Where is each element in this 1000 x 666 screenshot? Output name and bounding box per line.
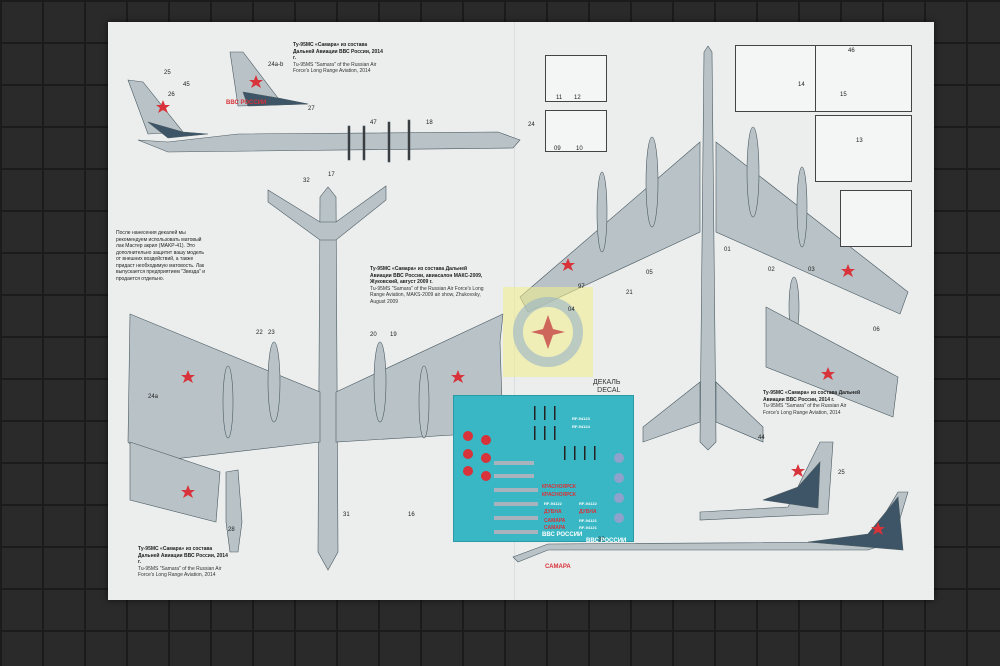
part-number: 16 (408, 512, 415, 518)
caption-ru: Ту-95МС «Самара» из состава Дальней Авиа… (293, 42, 383, 61)
decal-text: КРАСНОЯРСК (542, 484, 576, 490)
caption-en: Tu-95MS "Samara" of the Russian Air Forc… (763, 403, 847, 416)
part-number: 01 (724, 247, 731, 253)
part-number: 04 (568, 307, 575, 313)
part-number: 24 (528, 122, 535, 128)
part-number: 23 (268, 330, 275, 336)
part-number: 12 (574, 95, 581, 101)
decal-text: ВВС РОССИИ (542, 532, 583, 538)
decal-text: САМАРА (544, 518, 566, 524)
part-number: 09 (554, 146, 561, 152)
caption-en: Tu-95MS "Samara" of the Russian Air Forc… (370, 285, 484, 305)
propeller-box-2 (815, 45, 912, 112)
tail-detail-bottom (699, 441, 834, 521)
part-number: 18 (426, 120, 433, 126)
part-number: 14 (798, 82, 805, 88)
part-number: 31 (343, 512, 350, 518)
part-number: 24a (148, 394, 159, 400)
decal-text: ВВС РОССИИ (586, 538, 627, 544)
decal-reg: RF-94124 (572, 424, 590, 429)
propeller-box-4 (840, 190, 912, 247)
decal-text: КРАСНОЯРСК (542, 492, 576, 498)
part-number: 32 (303, 178, 310, 184)
decal-label-ru: ДЕКАЛЬ (593, 379, 621, 386)
detail-box-1 (545, 55, 607, 102)
decal-label-en: DECAL (597, 387, 621, 394)
decal-reg: RF-94122 (579, 501, 597, 506)
part-number: 06 (873, 327, 880, 333)
caption-ru: Ту-95МС «Самара» из состава Дальней Авиа… (138, 546, 228, 565)
part-number: 22 (256, 330, 263, 336)
part-number: 45 (183, 82, 190, 88)
caption-top: Ту-95МС «Самара» из состава Дальней Авиа… (293, 42, 383, 75)
propeller-box-3 (815, 115, 912, 182)
propeller-box-1 (735, 45, 817, 112)
part-number: 26 (168, 92, 175, 98)
caption-middle: Ту-95МС «Самара» из состава Дальней Авиа… (370, 266, 488, 305)
part-number: 21 (626, 290, 633, 296)
part-number: 05 (646, 270, 653, 276)
decal-reg: RF-94121 (579, 518, 597, 523)
part-number: 11 (556, 95, 563, 101)
caption-ru: Ту-95МС «Самара» из состава Дальней Авиа… (763, 390, 861, 403)
part-number: 24a-b (268, 62, 284, 68)
decal-text: ДУБНА (579, 509, 597, 515)
decal-text: САМАРА (544, 525, 566, 531)
part-number: 10 (576, 146, 583, 152)
aircraft-drawings: ВВС РОССИИ САМАРА (127, 45, 909, 571)
caption-en: Tu-95MS "Samara" of the Russian Air Forc… (138, 565, 222, 579)
decal-stars (463, 406, 624, 534)
fuselage-nose-detail (225, 469, 243, 553)
red-stars (156, 75, 885, 535)
part-number: 47 (370, 120, 377, 126)
varnish-note: После нанесения декалей мы рекомендуем и… (116, 230, 206, 282)
part-number: 19 (390, 332, 397, 338)
caption-en: Tu-95MS "Samara" of the Russian Air Forc… (293, 61, 377, 75)
caption-ru: Ту-95МС «Самара» из состава Дальней Авиа… (370, 266, 483, 285)
caption-bottom-left: Ту-95МС «Самара» из состава Дальней Авиа… (138, 546, 228, 579)
detail-box-2 (545, 110, 607, 152)
instruction-sheet: ВВС РОССИИ САМАРА Ту-95МС «Самара» из со… (108, 22, 934, 600)
part-number: 25 (838, 470, 845, 476)
part-number: 46 (848, 48, 855, 54)
part-number: 13 (856, 138, 863, 144)
tail-detail-top (229, 51, 309, 107)
decal-sheet: КРАСНОЯРСК КРАСНОЯРСК RF-94122 RF-94122 … (453, 395, 634, 544)
part-number: 15 (840, 92, 847, 98)
side-view-aircraft-bottom (512, 491, 909, 563)
decal-reg: RF-94122 (544, 501, 562, 506)
part-number: 03 (808, 267, 815, 273)
wing-detail-left (129, 441, 221, 523)
part-number: 30 (598, 537, 605, 543)
side-view-aircraft-top (127, 79, 521, 163)
nose-marking-text: САМАРА (545, 564, 571, 570)
part-number: 02 (768, 267, 775, 273)
modelist-watermark (503, 287, 593, 377)
tail-marking-text: ВВС РОССИИ (226, 100, 266, 106)
part-number: 20 (370, 332, 377, 338)
caption-right: Ту-95МС «Самара» из состава Дальней Авиа… (763, 390, 863, 416)
decal-text: ДУБНА (544, 509, 562, 515)
decal-reg: RF-94121 (579, 525, 597, 530)
decal-reg: RF-94123 (572, 416, 590, 421)
part-number: 44 (758, 435, 765, 441)
wing-detail-right (765, 306, 899, 418)
part-number: 25 (164, 70, 171, 76)
decal-label: ДЕКАЛЬ DECAL (593, 379, 621, 395)
part-number: 28 (228, 527, 235, 533)
part-number: 27 (308, 106, 315, 112)
part-number: 97 (578, 284, 585, 290)
part-number: 17 (328, 172, 335, 178)
